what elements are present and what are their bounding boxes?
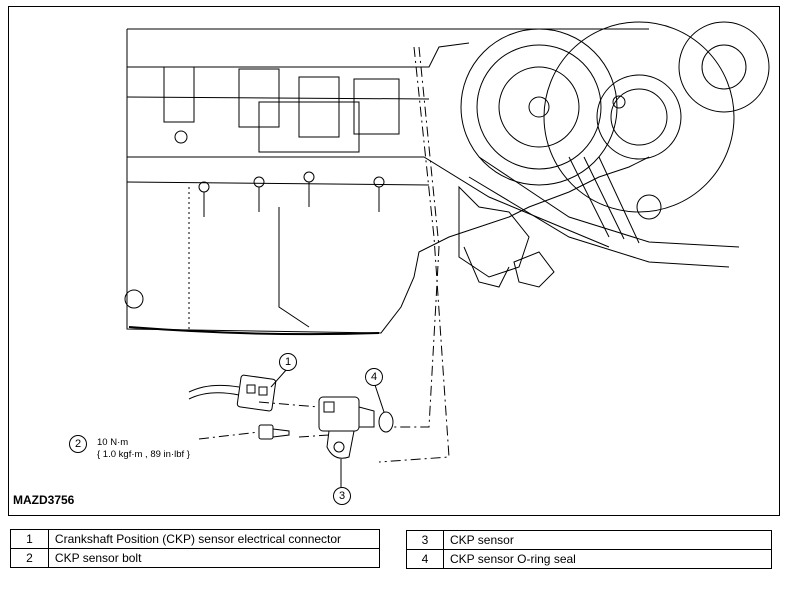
callout-leaders [270, 368, 385, 487]
legend-number: 3 [406, 530, 444, 550]
o-ring-seal [378, 411, 394, 433]
figure-id: MAZD3756 [13, 493, 75, 507]
callout-2: 2 [69, 435, 87, 453]
callout-1: 1 [279, 353, 297, 371]
leader-lines [198, 46, 450, 463]
legend-number: 1 [10, 529, 49, 549]
legend-number: 4 [406, 549, 444, 569]
legend-description: CKP sensor O-ring seal [443, 549, 772, 569]
legend-description: Crankshaft Position (CKP) sensor electri… [47, 529, 381, 549]
legend-description: CKP sensor [443, 530, 772, 550]
callout-3: 3 [333, 487, 351, 505]
callout-4: 4 [365, 368, 383, 386]
table-row: 2 CKP sensor bolt [10, 548, 381, 568]
torque-kgf-inlbf: { 1.0 kgf·m , 89 in·lbf } [97, 449, 190, 460]
engine-illustration-frame: 1 4 3 2 10 N·m { 1.0 kgf·m , 89 in·lbf }… [8, 6, 780, 516]
legend-table-left: 1 Crankshaft Position (CKP) sensor elect… [10, 529, 381, 568]
ckp-connector [188, 374, 277, 412]
legend-description: CKP sensor bolt [47, 548, 381, 568]
ckp-sensor [318, 396, 375, 459]
table-row: 1 Crankshaft Position (CKP) sensor elect… [10, 529, 381, 549]
ckp-bolt [258, 424, 290, 440]
pulleys [460, 21, 770, 268]
engine-line-drawing [124, 21, 770, 487]
torque-spec: 10 N·m { 1.0 kgf·m , 89 in·lbf } [97, 437, 190, 461]
legend-table-right: 3 CKP sensor 4 CKP sensor O-ring seal [406, 530, 772, 569]
table-row: 3 CKP sensor [406, 530, 772, 550]
engine-block [124, 28, 650, 336]
torque-nm: 10 N·m [97, 437, 129, 448]
legend-number: 2 [10, 548, 49, 568]
table-row: 4 CKP sensor O-ring seal [406, 549, 772, 569]
